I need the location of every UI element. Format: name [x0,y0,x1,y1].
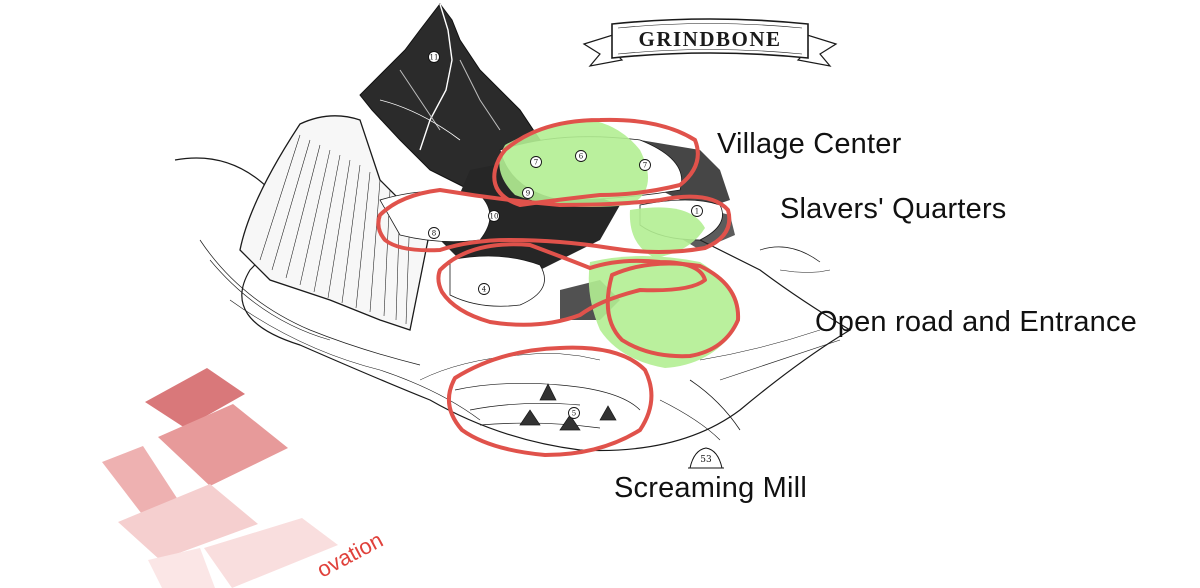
open-road-outline [605,261,741,359]
svg-text:9: 9 [526,190,530,198]
entrance-outline [436,242,707,327]
title-banner: GRINDBONE [582,18,838,67]
screaming-mill-label: Screaming Mill [614,472,807,504]
location-marker[interactable]: 1 [691,205,703,217]
svg-text:8: 8 [432,230,436,238]
svg-text:5: 5 [572,410,576,418]
location-marker[interactable]: 8 [428,227,440,239]
location-marker[interactable]: 11 [428,51,440,63]
svg-text:10: 10 [490,213,499,221]
location-marker[interactable]: 5 [568,407,580,419]
map-title: GRINDBONE [638,27,781,51]
location-markers: 11 7 6 7 9 10 8 1 4 5 [428,51,703,419]
location-marker[interactable]: 4 [478,283,490,295]
location-marker[interactable]: 6 [575,150,587,162]
slavers-quarters-outline [376,188,732,254]
location-marker[interactable]: 10 [488,210,500,222]
location-marker[interactable]: 7 [639,159,651,171]
mill-valley [454,382,641,431]
slavers-quarters-label: Slavers' Quarters [780,193,1007,225]
slavers-highlight [629,207,705,258]
village-center-highlight [499,120,648,208]
svg-text:7: 7 [643,162,647,170]
svg-text:7: 7 [534,159,538,167]
location-marker[interactable]: 7 [530,156,542,168]
location-marker[interactable]: 9 [522,187,534,199]
village-center-outline [492,117,700,207]
page-number-emblem: 53 [688,447,724,469]
open-road-entrance-label: Open road and Entrance [815,306,1138,338]
page-number: 53 [700,455,712,465]
svg-text:1: 1 [695,208,699,216]
svg-text:11: 11 [430,54,439,62]
village-center-label: Village Center [717,128,902,160]
watermark-logo [102,368,338,588]
svg-text:6: 6 [579,153,584,161]
svg-text:4: 4 [482,286,487,294]
screaming-mill-outline [446,345,654,457]
cliff-plateau [239,115,431,331]
region-outlines [376,117,741,457]
